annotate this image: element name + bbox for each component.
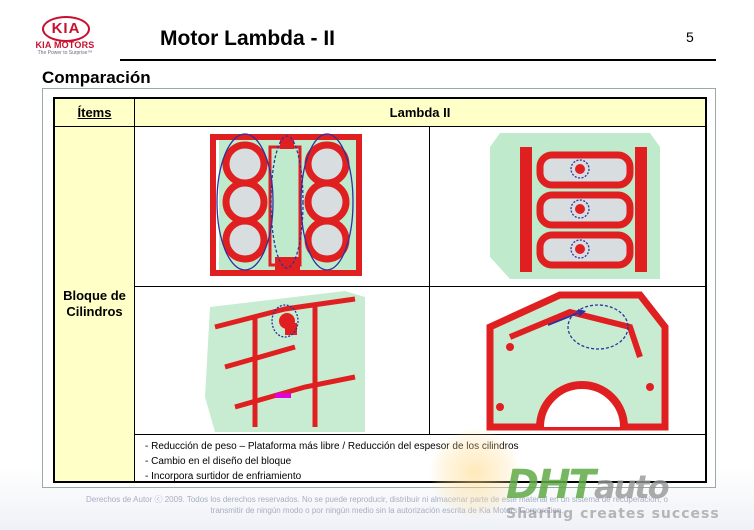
row-label-line2: Cilindros — [66, 304, 123, 319]
image-cell-bottom-right — [430, 287, 705, 435]
section-title: Comparación — [42, 68, 151, 87]
kia-logo-brand: KIA MOTORS — [35, 40, 95, 50]
cylinder-block-top-view-image — [210, 133, 362, 276]
row-label-cylinder-block: Bloque de Cilindros — [55, 127, 135, 481]
column-header-items: Ítems — [55, 99, 135, 127]
row-label-line1: Bloque de — [63, 288, 126, 303]
kia-logo-mark: KIA — [42, 16, 90, 42]
notes-cell: - Reducción de peso – Plataforma más lib… — [135, 435, 705, 482]
image-cell-top-left — [135, 127, 430, 287]
column-header-lambda: Lambda II — [135, 99, 705, 127]
cylinder-block-front-view-image — [486, 291, 669, 431]
slide-title: Motor Lambda - II — [160, 27, 335, 50]
page-number: 5 — [686, 29, 694, 45]
cylinder-block-side-view-image — [205, 291, 365, 432]
watermark-glow — [430, 428, 520, 518]
comparison-table: Ítems Lambda II Bloque de Cilindros — [53, 97, 707, 483]
note-item: - Cambio en el diseño del bloque — [145, 456, 292, 467]
comparison-table-frame: Ítems Lambda II Bloque de Cilindros — [42, 88, 716, 488]
image-cell-bottom-left — [135, 287, 430, 435]
header-divider — [120, 59, 716, 61]
watermark-logo-suffix: auto — [593, 468, 670, 506]
copyright-line-2: transmitir de ningún modo o por ningún m… — [210, 506, 564, 515]
note-item: - Incorpora surtidor de enfriamiento — [145, 471, 302, 482]
copyright-line-1: Derechos de Autor ⓒ 2009. Todos los dere… — [86, 495, 668, 504]
image-cell-top-right — [430, 127, 705, 287]
cylinder-block-jets-image — [490, 133, 660, 279]
column-header-items-label: Ítems — [77, 105, 112, 120]
kia-logo-tagline: The Power to Surprise™ — [37, 50, 93, 56]
watermark-slogan: Sharing creates success — [506, 506, 720, 522]
watermark-logo-text: DHT — [506, 462, 596, 508]
row-label-text: Bloque de Cilindros — [60, 288, 130, 320]
watermark: DHTauto Sharing creates success — [430, 428, 750, 526]
kia-logo: KIA KIA MOTORS The Power to Surprise™ — [30, 14, 100, 56]
watermark-logo: DHTauto — [506, 462, 670, 508]
copyright-footer: Derechos de Autor ⓒ 2009. Todos los dere… — [0, 494, 754, 516]
note-item: - Reducción de peso – Plataforma más lib… — [145, 441, 519, 452]
